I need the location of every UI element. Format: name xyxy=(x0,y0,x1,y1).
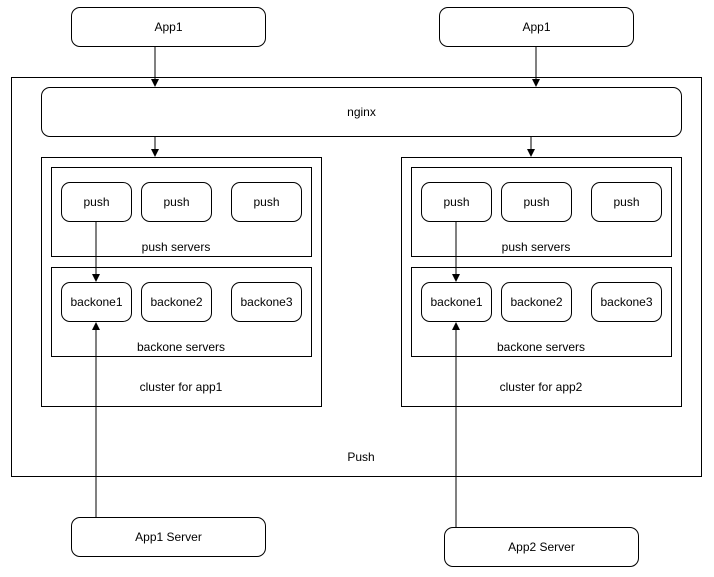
node-label: push xyxy=(523,195,550,209)
node-label: backone3 xyxy=(600,295,653,309)
cluster-app1-push-node-2[interactable]: push xyxy=(141,182,212,222)
node-label: push xyxy=(83,195,110,209)
cluster-app2-label: cluster for app2 xyxy=(499,380,583,394)
node-label: backone1 xyxy=(70,295,123,309)
cluster-app2-push-node-1[interactable]: push xyxy=(421,182,492,222)
cluster-app1-backone1-node[interactable]: backone1 xyxy=(61,282,132,322)
node-label: backone1 xyxy=(430,295,483,309)
cluster-app1-backone3-node[interactable]: backone3 xyxy=(231,282,302,322)
cluster-app2-push-servers-label: push servers xyxy=(501,240,571,254)
cluster-app2-backone2-node[interactable]: backone2 xyxy=(501,282,572,322)
node-label: push xyxy=(613,195,640,209)
app1-server[interactable]: App1 Server xyxy=(71,517,266,557)
cluster-app2-backone3-node[interactable]: backone3 xyxy=(591,282,662,322)
cluster-app1-push-servers-label: push servers xyxy=(141,240,211,254)
app1-client-left-label: App1 xyxy=(154,20,183,34)
node-label: backone2 xyxy=(510,295,563,309)
app1-server-label: App1 Server xyxy=(135,530,202,544)
cluster-app2-backone-servers-label: backone servers xyxy=(496,340,586,354)
node-label: backone2 xyxy=(150,295,203,309)
app1-client-right[interactable]: App1 xyxy=(439,7,634,47)
nginx-label: nginx xyxy=(347,105,376,119)
app2-server[interactable]: App2 Server xyxy=(444,527,639,567)
cluster-app1-backone2-node[interactable]: backone2 xyxy=(141,282,212,322)
cluster-app2-backone1-node[interactable]: backone1 xyxy=(421,282,492,322)
app2-server-label: App2 Server xyxy=(508,540,575,554)
nginx-gateway[interactable]: nginx xyxy=(41,87,682,137)
cluster-app1-push-node-1[interactable]: push xyxy=(61,182,132,222)
app1-client-right-label: App1 xyxy=(522,20,551,34)
app1-client-left[interactable]: App1 xyxy=(71,7,266,47)
node-label: push xyxy=(253,195,280,209)
node-label: backone3 xyxy=(240,295,293,309)
cluster-app1-push-node-3[interactable]: push xyxy=(231,182,302,222)
cluster-app1-backone-servers-label: backone servers xyxy=(136,340,226,354)
push-system-label: Push xyxy=(347,450,375,464)
cluster-app2-push-node-3[interactable]: push xyxy=(591,182,662,222)
node-label: push xyxy=(163,195,190,209)
cluster-app2-push-node-2[interactable]: push xyxy=(501,182,572,222)
cluster-app1-label: cluster for app1 xyxy=(139,380,223,394)
node-label: push xyxy=(443,195,470,209)
